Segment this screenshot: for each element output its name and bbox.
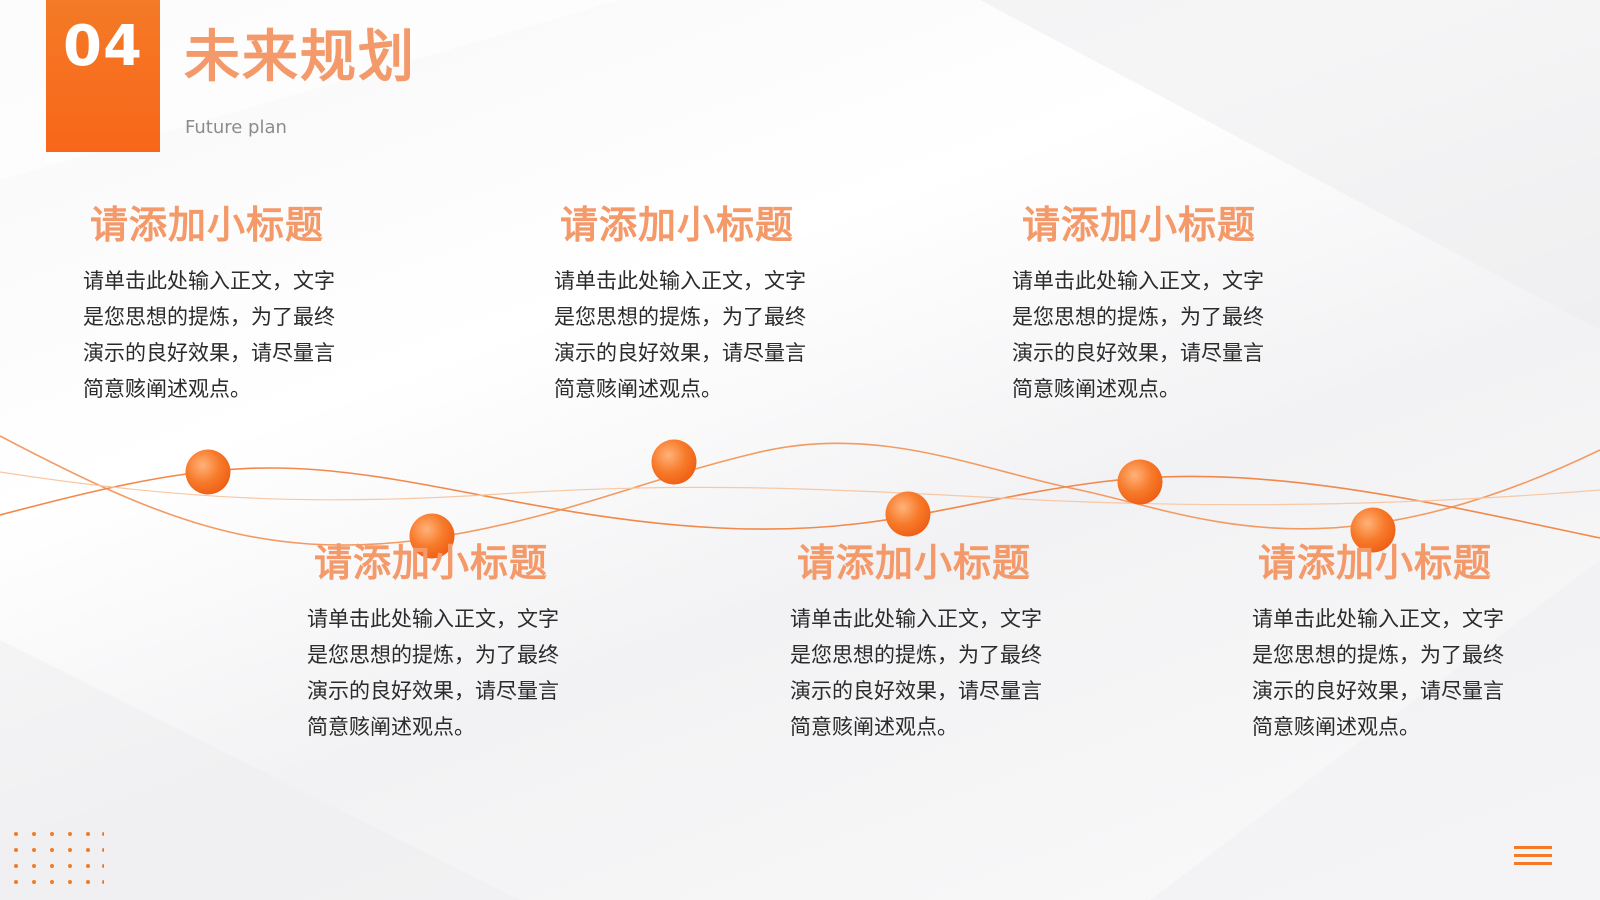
item-body: 请单击此处输入正文，文字是您思想的提炼，为了最终演示的良好效果，请尽量言简意赅阐… <box>307 606 559 739</box>
item-title: 请添加小标题 <box>314 541 549 585</box>
item-title: 请添加小标题 <box>1258 541 1493 585</box>
menu-icon[interactable] <box>1514 846 1552 870</box>
wave-line <box>0 435 1600 546</box>
item-title: 请添加小标题 <box>797 541 1032 585</box>
timeline-orb <box>409 513 455 559</box>
item-title: 请添加小标题 <box>560 203 795 247</box>
section-number-badge: 04 <box>46 0 160 152</box>
timeline-orb <box>1350 507 1396 553</box>
item-body: 请单击此处输入正文，文字是您思想的提炼，为了最终演示的良好效果，请尽量言简意赅阐… <box>554 268 806 401</box>
item-body: 请单击此处输入正文，文字是您思想的提炼，为了最终演示的良好效果，请尽量言简意赅阐… <box>790 606 1042 739</box>
timeline-orb <box>651 439 697 485</box>
section-number: 04 <box>63 14 143 79</box>
plan-item-3: 请添加小标题 请单击此处输入正文，文字是您思想的提炼，为了最终演示的良好效果，请… <box>1012 203 1312 407</box>
item-body: 请单击此处输入正文，文字是您思想的提炼，为了最终演示的良好效果，请尽量言简意赅阐… <box>1012 268 1264 401</box>
dot-grid-icon <box>14 832 104 884</box>
item-body: 请单击此处输入正文，文字是您思想的提炼，为了最终演示的良好效果，请尽量言简意赅阐… <box>1252 606 1504 739</box>
timeline-orb <box>885 491 931 537</box>
item-body: 请单击此处输入正文，文字是您思想的提炼，为了最终演示的良好效果，请尽量言简意赅阐… <box>83 268 335 401</box>
plan-item-1: 请添加小标题 请单击此处输入正文，文字是您思想的提炼，为了最终演示的良好效果，请… <box>83 203 380 407</box>
page-title: 未来规划 <box>184 25 416 90</box>
wave-line <box>0 467 1600 539</box>
plan-item-6: 请添加小标题 请单击此处输入正文，文字是您思想的提炼，为了最终演示的良好效果，请… <box>1252 541 1548 745</box>
wave-line <box>0 471 1600 506</box>
page-subtitle: Future plan <box>185 117 287 138</box>
timeline-orb <box>1117 459 1163 505</box>
item-title: 请添加小标题 <box>90 203 325 247</box>
item-title: 请添加小标题 <box>1022 203 1257 247</box>
plan-item-4: 请添加小标题 请单击此处输入正文，文字是您思想的提炼，为了最终演示的良好效果，请… <box>307 541 604 745</box>
plan-item-5: 请添加小标题 请单击此处输入正文，文字是您思想的提炼，为了最终演示的良好效果，请… <box>790 541 1087 745</box>
timeline-orb <box>185 449 231 495</box>
plan-item-2: 请添加小标题 请单击此处输入正文，文字是您思想的提炼，为了最终演示的良好效果，请… <box>554 203 850 407</box>
